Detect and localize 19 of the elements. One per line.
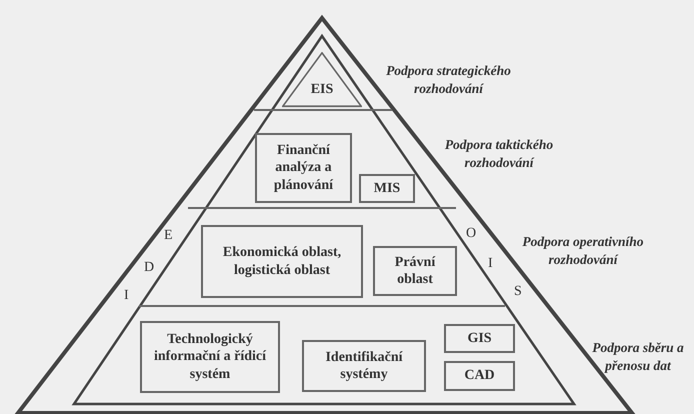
system-box: Identifikační systémy	[302, 340, 426, 392]
side-label: Podpora sběru a přenosu dat	[591, 339, 685, 374]
system-box: Právní oblast	[373, 246, 457, 296]
side-letter: E	[164, 228, 173, 244]
side-label: Podpora operativního rozhodování	[521, 233, 645, 268]
side-letter: O	[466, 226, 476, 242]
system-box: MIS	[359, 174, 415, 203]
side-label: Podpora strategického rozhodování	[385, 62, 512, 98]
system-box: Technologický informační a řídicí systém	[140, 321, 280, 393]
side-letter: D	[144, 260, 154, 276]
system-box: Finanční analýza a plánování	[255, 133, 352, 203]
system-box: GIS	[444, 324, 515, 353]
side-letter: I	[488, 256, 493, 272]
side-letter: S	[514, 284, 522, 300]
system-box: CAD	[444, 361, 515, 391]
triangle-box: EIS	[282, 52, 362, 108]
side-label: Podpora taktického rozhodování	[444, 136, 554, 172]
side-letter: I	[124, 288, 129, 304]
system-box: Ekonomická oblast, logistická oblast	[201, 225, 363, 298]
